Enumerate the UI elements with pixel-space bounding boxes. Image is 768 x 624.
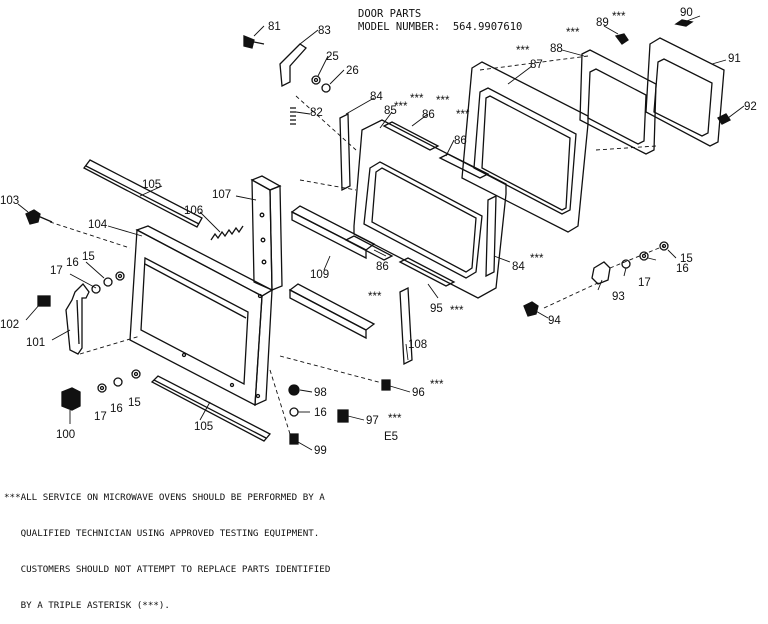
hinge-101 xyxy=(65,283,90,355)
callout-102: 102 xyxy=(0,319,19,331)
stars-84-bottom: *** xyxy=(530,253,544,265)
callout-105-bottom: 105 xyxy=(194,421,213,433)
bars-109 xyxy=(288,205,376,340)
callout-84-bottom: 84 xyxy=(512,261,525,273)
callout-15-b: 15 xyxy=(128,397,141,409)
callout-15-a: 15 xyxy=(82,251,95,263)
stars-109: *** xyxy=(368,291,382,303)
header-model-number: MODEL NUMBER: 564.9907610 xyxy=(358,21,523,33)
block-102 xyxy=(37,295,51,307)
callout-17-b: 17 xyxy=(94,411,107,423)
callout-107: 107 xyxy=(212,189,231,201)
callout-25: 25 xyxy=(326,51,339,63)
stars-97: *** xyxy=(388,413,402,425)
callout-17-a: 17 xyxy=(50,265,63,277)
callout-97: 97 xyxy=(366,415,379,427)
callout-104: 104 xyxy=(88,219,108,231)
strips-86 xyxy=(344,121,490,287)
callout-16-b: 16 xyxy=(110,403,123,415)
callout-103: 103 xyxy=(0,195,19,207)
callout-90: 90 xyxy=(680,7,693,19)
callout-105-top: 105 xyxy=(142,179,161,191)
callout-16-d: 16 xyxy=(314,407,327,419)
inner-panel-85 xyxy=(353,119,507,299)
callout-99: 99 xyxy=(314,445,327,457)
service-footnote: ***ALL SERVICE ON MICROWAVE OVENS SHOULD… xyxy=(4,468,330,624)
footnote-line-4: BY A TRIPLE ASTERISK (***). xyxy=(4,600,170,611)
strip-108 xyxy=(399,286,413,366)
frame-91 xyxy=(645,37,725,147)
callout-89: 89 xyxy=(596,17,609,29)
callout-98: 98 xyxy=(314,387,327,399)
latch-100 xyxy=(61,387,81,411)
diagram-code: E5 xyxy=(384,431,398,443)
callout-81: 81 xyxy=(268,21,281,33)
stars-87: *** xyxy=(516,45,530,57)
header-title: DOOR PARTS xyxy=(358,8,422,20)
footnote-line-1: ***ALL SERVICE ON MICROWAVE OVENS SHOULD… xyxy=(4,492,325,503)
callout-86-c: 86 xyxy=(376,261,389,273)
callout-91: 91 xyxy=(728,53,741,65)
callout-16-a: 16 xyxy=(66,257,79,269)
stars-84-top: *** xyxy=(394,101,408,113)
dashed-guide-lines xyxy=(49,55,665,435)
callout-101: 101 xyxy=(26,337,45,349)
callout-95: 95 xyxy=(430,303,443,315)
hardware-top xyxy=(243,19,731,125)
stars-86-a: *** xyxy=(436,95,450,107)
side-channel-107 xyxy=(250,175,283,292)
stars-85: *** xyxy=(410,93,424,105)
stars-96: *** xyxy=(430,379,444,391)
callout-82: 82 xyxy=(310,107,323,119)
leader-lines xyxy=(17,15,745,451)
callout-labels: 81 83 25 26 82 84 *** 85 *** 86 *** 86 *… xyxy=(0,7,757,457)
glass-panel-87 xyxy=(461,61,589,233)
gasket-88 xyxy=(579,49,657,155)
callout-86-a: 86 xyxy=(422,109,435,121)
hardware-bottom xyxy=(288,379,391,445)
callout-108: 108 xyxy=(408,339,427,351)
stars-86-b: *** xyxy=(456,109,470,121)
callout-93: 93 xyxy=(612,291,625,303)
callout-109: 109 xyxy=(310,269,329,281)
callout-16-c: 16 xyxy=(676,263,689,275)
callout-83: 83 xyxy=(318,25,331,37)
callout-106: 106 xyxy=(184,205,203,217)
callout-17-c: 17 xyxy=(638,277,651,289)
hardware-right xyxy=(523,241,669,317)
stars-88: *** xyxy=(566,27,580,39)
spring-106 xyxy=(210,225,244,241)
callout-85: 85 xyxy=(384,105,397,117)
trim-strip-105-bottom xyxy=(150,375,272,442)
callout-100: 100 xyxy=(56,429,75,441)
callout-86-b: 86 xyxy=(454,135,467,147)
footnote-line-3: CUSTOMERS SHOULD NOT ATTEMPT TO REPLACE … xyxy=(4,564,331,575)
screw-103 xyxy=(25,209,53,225)
callout-94: 94 xyxy=(548,315,561,327)
callout-26: 26 xyxy=(346,65,359,77)
callout-84-top: 84 xyxy=(370,91,383,103)
strips-84 xyxy=(339,112,497,278)
door-frame-104 xyxy=(129,225,274,407)
callout-96: 96 xyxy=(412,387,425,399)
fasteners-left xyxy=(91,271,141,393)
callout-15-c: 15 xyxy=(680,253,693,265)
callout-92: 92 xyxy=(744,101,757,113)
stars-95: *** xyxy=(450,305,464,317)
exploded-parts-diagram: 81 83 25 26 82 84 *** 85 *** 86 *** 86 *… xyxy=(0,7,757,457)
footnote-line-2: QUALIFIED TECHNICIAN USING APPROVED TEST… xyxy=(4,528,320,539)
callout-88: 88 xyxy=(550,43,563,55)
callout-87: 87 xyxy=(530,59,543,71)
stars-89: *** xyxy=(612,11,626,23)
